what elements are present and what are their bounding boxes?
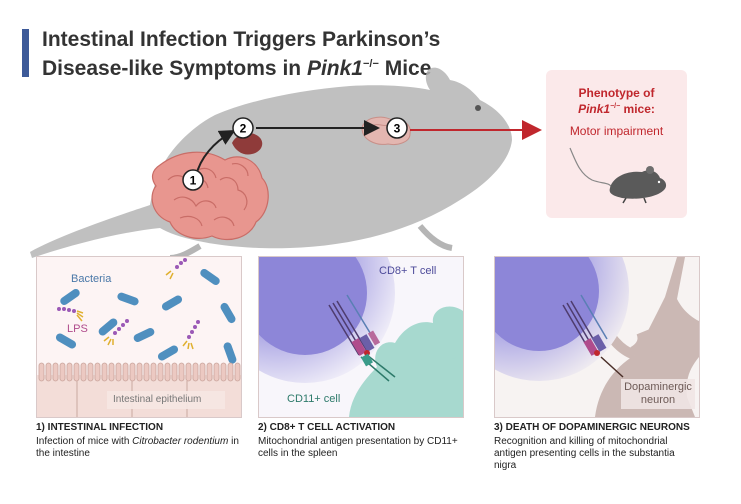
- panel-1-illustration: [37, 257, 241, 417]
- cd11-cell-label: CD11+ cell: [287, 393, 341, 405]
- panel-2-illustration: [259, 257, 463, 417]
- mouse-silhouette: [30, 67, 512, 258]
- panel-2-heading: 2) CD8+ T CELL ACTIVATION: [258, 422, 396, 433]
- mouse-eye: [475, 105, 481, 111]
- panel-cd8-activation: CD8+ T cell CD11+ cell: [258, 256, 464, 418]
- phenotype-title: Phenotype of Pink1−/− mice:: [578, 86, 655, 116]
- step-3-number: 3: [394, 122, 401, 136]
- panel-neuron-death: Dopaminergic neuron: [494, 256, 700, 418]
- step-1-badge: 1: [182, 169, 204, 191]
- panel-3-illustration: [495, 257, 699, 417]
- step-2-number: 2: [240, 122, 247, 136]
- lps-label: LPS: [67, 323, 88, 335]
- title-accent-bar: [22, 29, 29, 77]
- title-line-1: Intestinal Infection Triggers Parkinson’…: [42, 28, 441, 51]
- small-mouse-icon: [569, 147, 667, 204]
- panel-3-heading: 3) DEATH OF DOPAMINERGIC NEURONS: [494, 422, 690, 433]
- page-title: Intestinal Infection Triggers Parkinson’…: [42, 27, 440, 81]
- panel-intestinal-infection: Bacteria LPS Intestinal epithelium: [36, 256, 242, 418]
- title-line-2: Disease-like Symptoms in Pink1−/− Mice: [42, 57, 432, 80]
- epithelium-label: Intestinal epithelium: [113, 394, 202, 405]
- cd8-t-cell-label: CD8+ T cell: [379, 265, 437, 277]
- step-2-badge: 2: [232, 117, 254, 139]
- step-3-badge: 3: [386, 117, 408, 139]
- bacteria-label: Bacteria: [71, 273, 112, 285]
- panel-1-description: Infection of mice with Citrobacter roden…: [36, 436, 239, 459]
- panel-3-description: Recognition and killing of mitochondrial…: [494, 436, 675, 471]
- phenotype-box: Phenotype of Pink1−/− mice: Motor impair…: [546, 70, 687, 218]
- spleen-organ: [232, 133, 263, 155]
- panel-2-description: Mitochondrial antigen presentation by CD…: [258, 436, 458, 459]
- panel-1-heading: 1) INTESTINAL INFECTION: [36, 422, 164, 433]
- step-1-number: 1: [190, 174, 197, 188]
- phenotype-text: Motor impairment: [569, 124, 664, 138]
- dopaminergic-neuron-label: Dopaminergic neuron: [624, 381, 692, 406]
